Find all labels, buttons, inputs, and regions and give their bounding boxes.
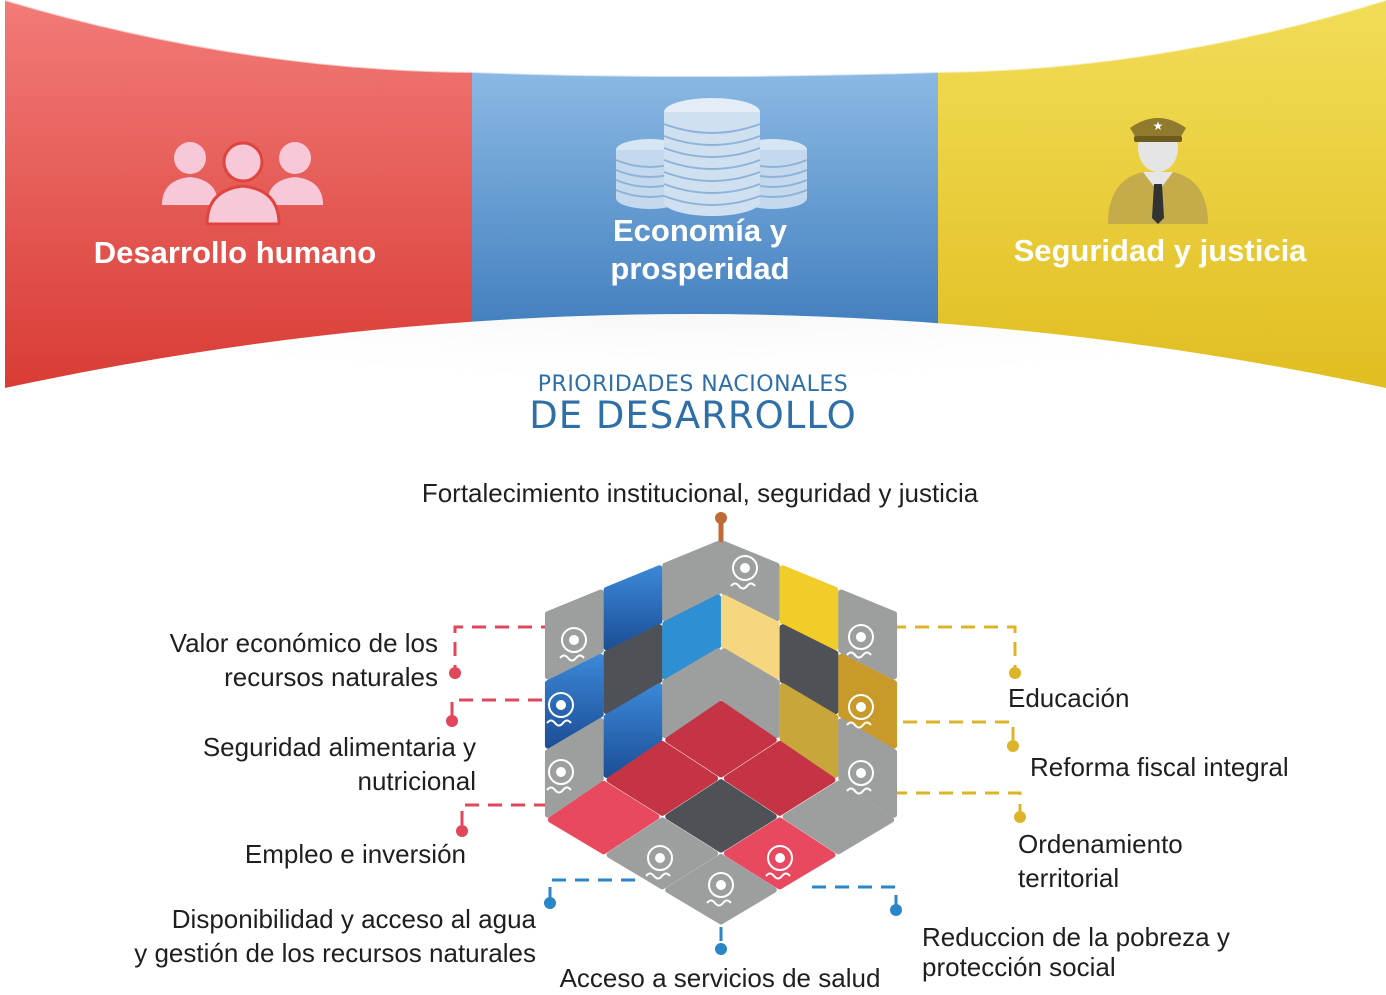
label-fiscal-reform: Reforma fiscal integral xyxy=(1030,752,1289,782)
cube-icons xyxy=(546,555,874,907)
bottom-face-tile xyxy=(665,700,777,778)
label-food-security: Seguridad alimentaria y nutricional xyxy=(40,730,476,798)
right-face-tile xyxy=(779,565,839,651)
label-health-access: Acceso a servicios de salud xyxy=(559,963,881,993)
label-natural-resources-value: Valor económico de los recursos naturale… xyxy=(40,626,438,694)
police-officer-icon: ★ xyxy=(1108,118,1208,224)
institution-icon xyxy=(730,555,758,590)
health-icon xyxy=(706,872,734,907)
cube-right-face xyxy=(720,541,898,818)
left-face-tile xyxy=(603,683,663,778)
label-line: Disponibilidad y acceso al agua xyxy=(171,904,536,934)
left-face-tile xyxy=(662,648,722,739)
heading-big: DE DESARROLLO xyxy=(529,394,857,437)
label-line: recursos naturales xyxy=(224,662,438,692)
right-face-tile xyxy=(720,594,780,680)
bottom-face-tile xyxy=(782,780,895,855)
right-face-tile xyxy=(720,541,780,622)
right-face-tile xyxy=(838,653,898,749)
bottom-face-tile xyxy=(723,740,836,816)
connector-dots xyxy=(446,512,1026,955)
label-line: Seguridad alimentaria y xyxy=(202,732,476,762)
water-icon xyxy=(645,845,673,880)
food-icon xyxy=(546,692,574,727)
label-line: Valor económico de los xyxy=(169,628,438,658)
pillar-title-human-development: Desarrollo humano xyxy=(93,235,377,270)
nature-value-icon xyxy=(559,627,587,662)
svg-text:★: ★ xyxy=(1153,119,1164,133)
heading-small: PRIORIDADES NACIONALES xyxy=(537,372,849,397)
bottom-face-tile xyxy=(606,817,719,890)
label-line: protección social xyxy=(922,952,1116,982)
bottom-face-tile xyxy=(665,779,777,853)
label-line: Ordenamiento xyxy=(1018,829,1183,859)
pillar-title-economy: Economía y prosperidad xyxy=(540,212,860,288)
label-poverty-reduction: Reduccion de la pobreza y protección soc… xyxy=(922,922,1230,982)
right-face-tile xyxy=(838,718,898,818)
label-line: territorial xyxy=(1018,863,1120,893)
pillar-title-economy-line2: prosperidad xyxy=(610,251,790,286)
label-education: Educación xyxy=(1008,683,1130,713)
label-line: Reduccion de la pobreza y xyxy=(922,922,1230,952)
people-icon xyxy=(162,141,323,226)
coins-icon xyxy=(615,98,808,216)
label-institutional-strengthening: Fortalecimiento institucional, seguridad… xyxy=(421,478,979,508)
label-territorial-planning: Ordenamiento territorial xyxy=(1018,827,1183,895)
left-face-tile xyxy=(662,541,722,622)
pillar-title-economy-line1: Economía y xyxy=(613,213,787,248)
label-line: nutricional xyxy=(357,766,476,796)
cube-left-face xyxy=(544,541,722,818)
education-icon xyxy=(846,624,874,659)
poverty-icon xyxy=(765,845,793,880)
right-face-tile xyxy=(779,683,839,778)
cube-bottom-face xyxy=(547,700,895,925)
left-face-tile xyxy=(544,653,604,749)
left-face-tile xyxy=(662,594,722,680)
bottom-face-tile xyxy=(606,740,719,816)
employment-icon xyxy=(546,759,574,794)
label-employment-investment: Empleo e inversión xyxy=(244,839,466,869)
bottom-face-tile xyxy=(547,780,660,855)
label-water-access: Disponibilidad y acceso al agua y gestió… xyxy=(40,902,536,970)
territory-icon xyxy=(846,760,874,795)
pillar-title-security: Seguridad y justicia xyxy=(1013,233,1307,268)
right-face-tile xyxy=(779,624,839,715)
right-face-tile xyxy=(720,648,780,739)
left-face-tile xyxy=(603,624,663,715)
fiscal-icon xyxy=(846,694,874,729)
pillars-banner: ★ xyxy=(0,0,1386,480)
label-line: y gestión de los recursos naturales xyxy=(134,938,536,968)
left-face-tile xyxy=(603,565,663,651)
